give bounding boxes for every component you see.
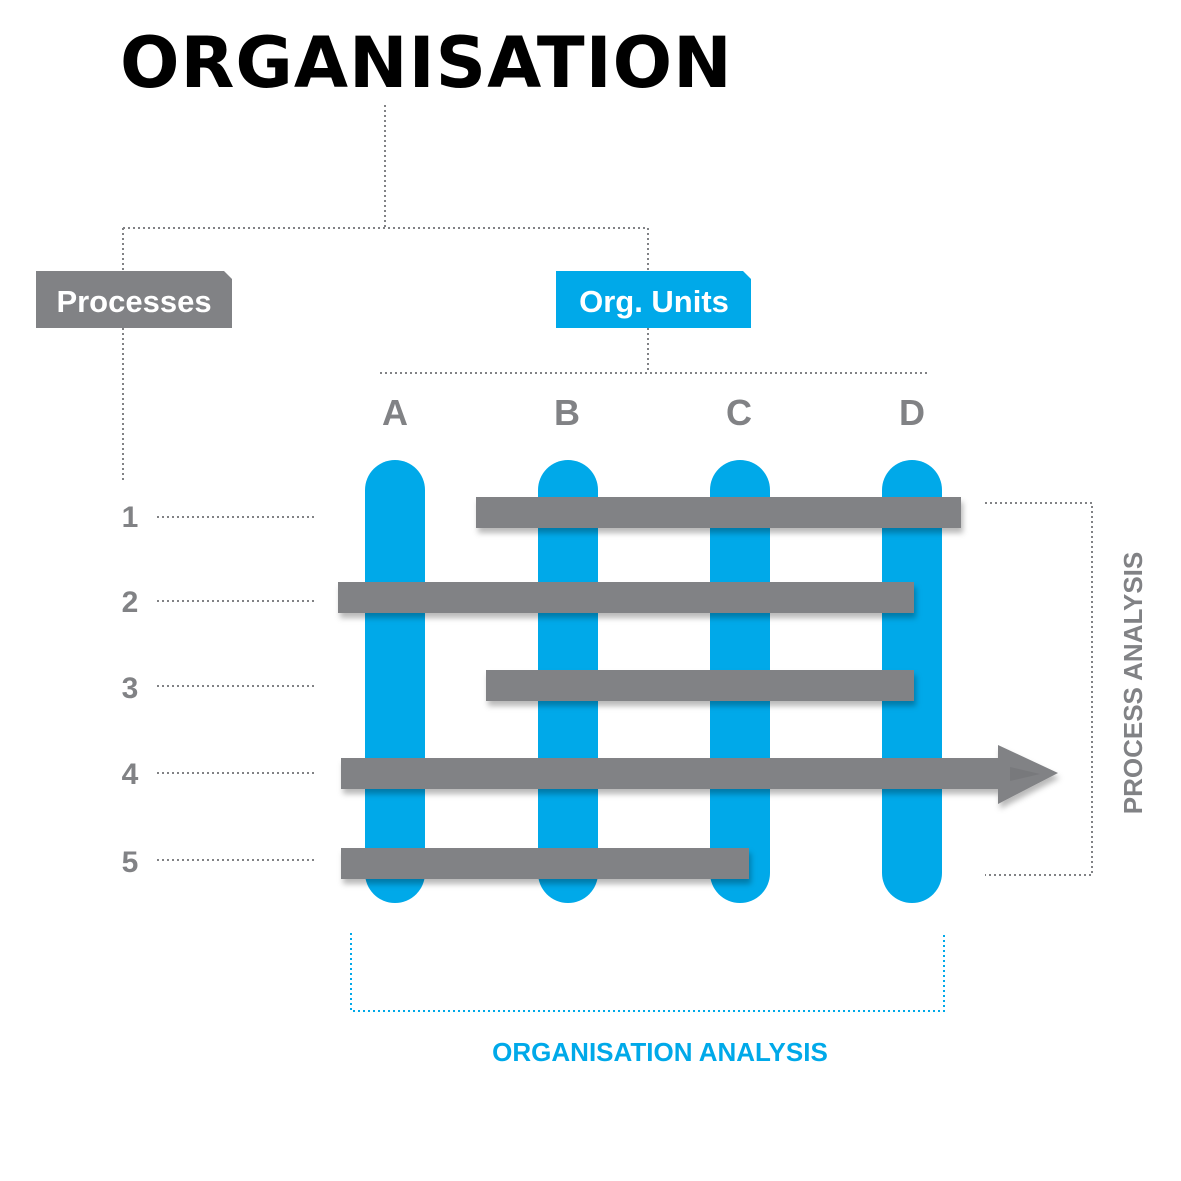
row-label-5: 5 [122,846,139,879]
process-bars [338,497,1058,879]
column-label-a: A [382,392,408,433]
column-headers: A B C D [382,392,925,433]
row-labels: 1 2 3 4 5 [122,501,139,879]
processes-tag: Processes [36,271,232,328]
row-leader-lines [157,516,316,861]
org-units-label: Org. Units [579,284,729,319]
row-label-1: 1 [122,501,139,534]
arrow-notch [1010,767,1040,781]
process-bar-1 [476,497,961,528]
column-label-d: D [899,392,925,433]
column-label-c: C [726,392,752,433]
organisation-analysis-label: ORGANISATION ANALYSIS [492,1037,828,1067]
row-label-2: 2 [122,586,139,619]
org-units-tag-shape [556,271,751,328]
org-units-tag: Org. Units [556,271,751,328]
process-bar-3 [486,670,914,701]
process-bar-4-arrow [341,745,1058,804]
process-analysis-bracket [985,502,1093,876]
processes-tag-shape [36,271,232,328]
page-title: ORGANISATION [120,22,733,104]
process-analysis-label: PROCESS ANALYSIS [1118,552,1148,814]
org-unit-bar-a [365,460,425,903]
column-label-b: B [554,392,580,433]
process-bar-2 [338,582,914,613]
organisation-analysis-bracket [350,933,945,1012]
process-bar-5 [341,848,749,879]
row-label-3: 3 [122,672,139,705]
processes-label: Processes [56,284,211,319]
row-label-4: 4 [122,758,139,791]
tree-connectors [122,105,928,483]
